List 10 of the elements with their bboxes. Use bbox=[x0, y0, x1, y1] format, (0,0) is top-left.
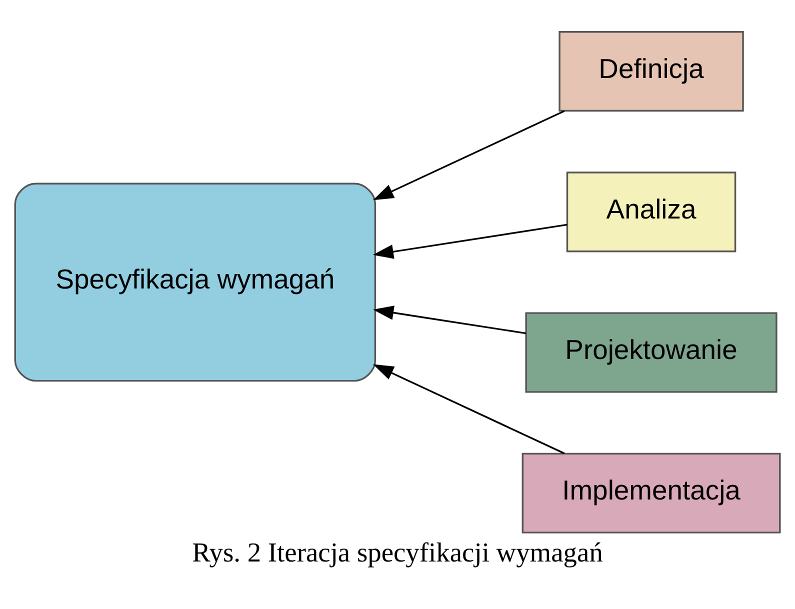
caption: Rys. 2 Iteracja specyfikacji wymagań bbox=[192, 537, 603, 568]
node-box: Analiza bbox=[566, 172, 736, 252]
arrow bbox=[372, 224, 568, 259]
arrow bbox=[373, 306, 526, 334]
node-box: Projektowanie bbox=[525, 312, 778, 393]
arrow bbox=[373, 364, 565, 454]
node-box: Definicja bbox=[558, 31, 744, 112]
node-box: Specyfikacja wymagań bbox=[14, 182, 376, 382]
arrow bbox=[373, 110, 565, 200]
node-box: Implementacja bbox=[522, 452, 781, 534]
